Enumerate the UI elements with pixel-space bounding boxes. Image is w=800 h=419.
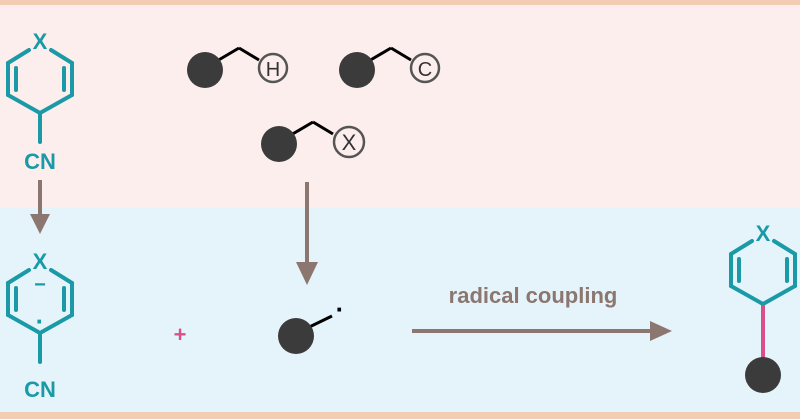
- substrate-ball-2: [339, 52, 375, 88]
- precursor-cx: X: [261, 120, 366, 162]
- group-label-h: H: [266, 59, 280, 81]
- top-border: [0, 0, 800, 5]
- reactant-substituent: CN: [24, 149, 56, 174]
- group-circle-c: [409, 52, 441, 84]
- precursor-cc: C: [339, 46, 441, 88]
- radical-generation-arrow: [296, 182, 318, 285]
- radical-anion-substituent: CN: [24, 377, 56, 402]
- alkyl-radical: ·: [278, 294, 344, 354]
- reactant-heteroatom: X: [33, 29, 48, 54]
- radical-anion-dot: ·: [36, 306, 45, 336]
- top-band: [0, 0, 800, 208]
- group-circle-h: [257, 52, 289, 84]
- radical-anion-ring: [6, 268, 74, 364]
- substrate-ball-3: [261, 126, 297, 162]
- radical-ball: [278, 318, 314, 354]
- substrate-ball-1: [187, 52, 223, 88]
- plus-sign: +: [174, 322, 187, 347]
- product-heteroatom: X: [756, 221, 771, 246]
- reactant-ring: [6, 48, 74, 144]
- reaction-label: radical coupling: [449, 283, 618, 308]
- reduction-arrow: [30, 180, 50, 234]
- group-label-c: C: [418, 59, 432, 81]
- product-ball: [745, 357, 781, 393]
- precursor-ch: H: [187, 46, 289, 88]
- radical-anion-charge: −: [34, 274, 46, 296]
- product-ring: [729, 239, 797, 306]
- bottom-border: [0, 412, 800, 419]
- group-circle-x: [332, 125, 366, 159]
- group-label-x: X: [342, 130, 357, 155]
- bottom-band: [0, 208, 800, 419]
- radical-anion-heteroatom: X: [33, 249, 48, 274]
- alkyl-radical-dot: ·: [336, 294, 345, 324]
- coupling-arrow: [412, 321, 672, 341]
